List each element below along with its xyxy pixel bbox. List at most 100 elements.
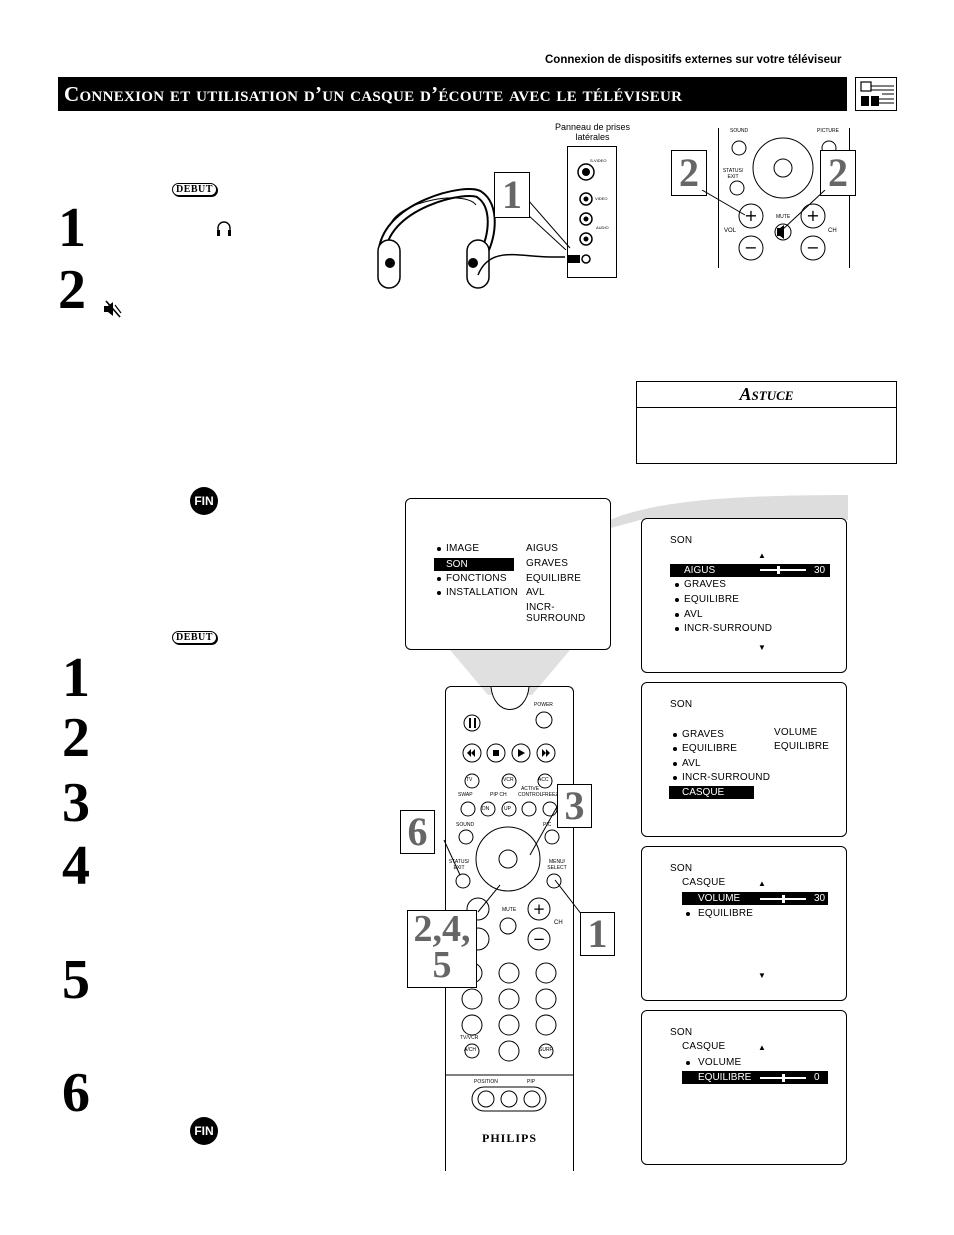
callout-lines: [700, 189, 830, 240]
svg-text:+: +: [744, 206, 757, 225]
callout-line: [527, 199, 573, 255]
status-exit-label: STATUS/ EXIT: [722, 168, 744, 180]
svg-text:−: −: [533, 930, 546, 948]
osd-item: EQUILIBRE: [684, 594, 740, 605]
step-number: 6: [62, 1062, 90, 1124]
callout-step-2-4-5: 2,4, 5: [407, 910, 477, 988]
osd-screen-3: SON CASQUE ▲ VOLUME 30 EQUILIBRE ▼: [641, 846, 847, 1001]
callout-step-1: 1: [580, 912, 615, 956]
beam-graphic: [450, 650, 570, 700]
remote-vcr-label: VCR: [503, 777, 514, 783]
osd-item: INCR-SURROUND: [684, 623, 773, 634]
submenu-item: EQUILIBRE: [526, 573, 582, 584]
osd-screen-4: SON CASQUE ▲ VOLUME EQUILIBRE 0: [641, 1010, 847, 1165]
osd-item: EQUILIBRE: [698, 908, 754, 919]
remote-tvvcr-label: TV/VCR: [460, 1035, 479, 1041]
fin-badge: FIN: [190, 1117, 218, 1145]
remote-acc-label: ACC: [538, 777, 549, 783]
callout-step-2-left: 2: [671, 150, 707, 196]
osd-title: SON: [670, 863, 693, 874]
osd-subtitle: CASQUE: [682, 1041, 726, 1052]
step-number: 5: [62, 949, 90, 1011]
osd-screen-2: SON GRAVES EQUILIBRE AVL INCR-SURROUND C…: [641, 682, 847, 837]
page-title: Connexion et utilisation d’un casque d’é…: [58, 77, 847, 111]
remote-status-label: STATUS/ EXIT: [448, 859, 470, 871]
ch-label: CH: [828, 228, 837, 234]
audio-label: AUDIO: [596, 225, 609, 230]
svg-text:−: −: [744, 238, 757, 257]
osd-selected-row: EQUILIBRE: [682, 1071, 828, 1084]
tip-box: Astuce: [636, 381, 897, 464]
osd-title: SON: [670, 699, 693, 710]
mute-label: MUTE: [776, 214, 791, 220]
osd-value: 0: [814, 1072, 820, 1083]
step-number: 1: [62, 647, 90, 709]
picture-label: PICTURE: [817, 128, 839, 134]
debut-badge: DEBUT: [172, 631, 217, 644]
step-number: 3: [62, 772, 90, 834]
osd-selected-row: VOLUME: [682, 892, 828, 905]
step-number: 2: [58, 259, 86, 321]
remote-ch-label: CH: [554, 920, 563, 926]
philips-logo: PHILIPS: [482, 1131, 538, 1145]
submenu-item: AVL: [526, 587, 545, 598]
headphone-icon: [215, 220, 233, 243]
sound-label: SOUND: [730, 128, 749, 134]
swoosh-graphic: [580, 490, 850, 545]
vol-label: VOL: [724, 228, 737, 234]
step-number: 2: [62, 707, 90, 769]
fin-badge: FIN: [190, 487, 218, 515]
section-header: Connexion de dispositifs externes sur vo…: [545, 54, 842, 66]
remote-dn-label: DN: [482, 806, 490, 812]
osd-item: VOLUME: [698, 1057, 742, 1068]
debut-badge: DEBUT: [172, 183, 217, 196]
callout-step-6: 6: [400, 810, 435, 854]
panel-caption: Panneau de prises latérales: [554, 122, 631, 142]
remote-ach-label: A/CH: [464, 1047, 476, 1053]
connector-icon: [855, 77, 897, 111]
menu-item: IMAGE: [446, 543, 480, 554]
osd-item: AVL: [684, 609, 703, 620]
video-label: VIDEO: [595, 196, 608, 201]
osd-title: SON: [670, 1027, 693, 1038]
submenu-item: AIGUS: [526, 543, 559, 554]
remote-power-label: POWER: [534, 702, 553, 708]
svideo-label: S-VIDEO: [590, 158, 607, 163]
svg-text:−: −: [806, 238, 819, 257]
main-menu-screen: IMAGE SON FONCTIONS INSTALLATION AIGUS G…: [405, 498, 611, 650]
svg-text:+: +: [533, 900, 546, 918]
callout-step-1: 1: [494, 172, 530, 218]
mute-icon: [102, 300, 122, 323]
remote-position-label: POSITION: [474, 1079, 498, 1085]
remote-callout-lines: [440, 800, 590, 945]
callout-step-3: 3: [557, 784, 592, 828]
osd-subtitle: CASQUE: [682, 877, 726, 888]
remote-surf-label: SURF: [539, 1047, 553, 1053]
osd-item: INCR-SURROUND: [682, 772, 771, 783]
svg-text:+: +: [806, 206, 819, 225]
menu-item: INSTALLATION: [446, 587, 519, 598]
submenu-item: INCR-SURROUND: [526, 602, 586, 624]
osd-screen-1: SON ▲ AIGUS 30 GRAVES EQUILIBRE AVL INCR…: [641, 518, 847, 673]
osd-subitem: VOLUME: [774, 727, 818, 738]
remote-mute-label: MUTE: [502, 907, 517, 913]
remote-tv-label: TV: [466, 777, 473, 783]
headphones-illustration: [370, 185, 570, 300]
osd-item: GRAVES: [682, 729, 725, 740]
remote-swap-label: SWAP: [458, 792, 473, 798]
remote-active-label: ACTIVE CONTROL: [518, 786, 543, 798]
callout-step-2-right: 2: [820, 150, 856, 196]
remote-pipch-label: PIP CH: [490, 792, 507, 798]
osd-selected-row: AIGUS: [670, 564, 830, 577]
side-jack-panel: [567, 146, 617, 278]
osd-item: AVL: [682, 758, 701, 769]
osd-item: GRAVES: [684, 579, 727, 590]
remote-pip-label: PIP: [527, 1079, 536, 1085]
remote-sound-label: SOUND: [456, 822, 475, 828]
step-number: 1: [58, 197, 86, 259]
remote-menu-label: MENU/ SELECT: [547, 859, 567, 871]
menu-item: FONCTIONS: [446, 573, 507, 584]
osd-value: 30: [814, 565, 826, 576]
remote-up-label: UP: [504, 806, 511, 812]
osd-item: EQUILIBRE: [682, 743, 738, 754]
